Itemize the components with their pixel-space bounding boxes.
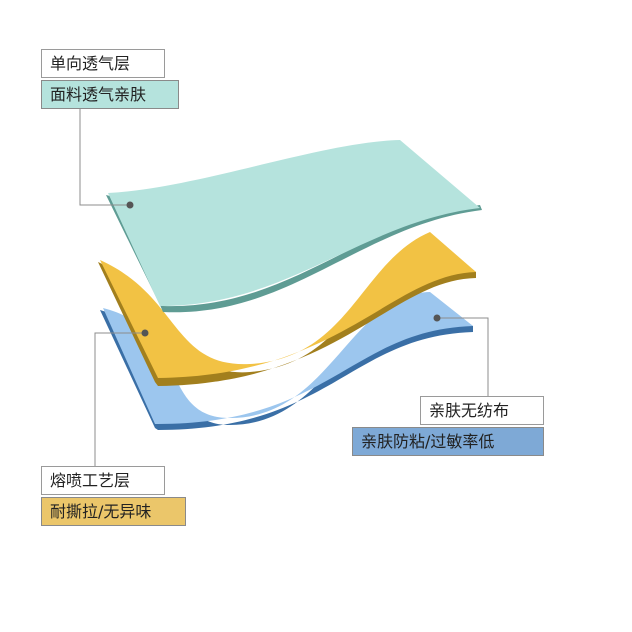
middle-layer-subtitle: 耐撕拉/无异味	[41, 497, 186, 526]
bottom-anchor-dot	[433, 314, 441, 322]
middle-anchor-dot	[141, 329, 149, 337]
middle-leader-line	[94, 332, 145, 466]
bottom-leader-line	[437, 317, 489, 396]
bottom-layer-sheet	[103, 292, 473, 425]
top-layer-sheet	[108, 140, 480, 306]
top-leader-line	[79, 108, 130, 206]
bottom-layer-title: 亲肤无纺布	[420, 396, 544, 425]
middle-layer-sheet	[100, 232, 476, 378]
top-layer-subtitle: 面料透气亲肤	[41, 80, 179, 109]
middle-layer-title: 熔喷工艺层	[41, 466, 165, 495]
top-anchor-dot	[126, 201, 134, 209]
bottom-layer-subtitle: 亲肤防粘/过敏率低	[352, 427, 544, 456]
top-layer-title: 单向透气层	[41, 49, 165, 78]
